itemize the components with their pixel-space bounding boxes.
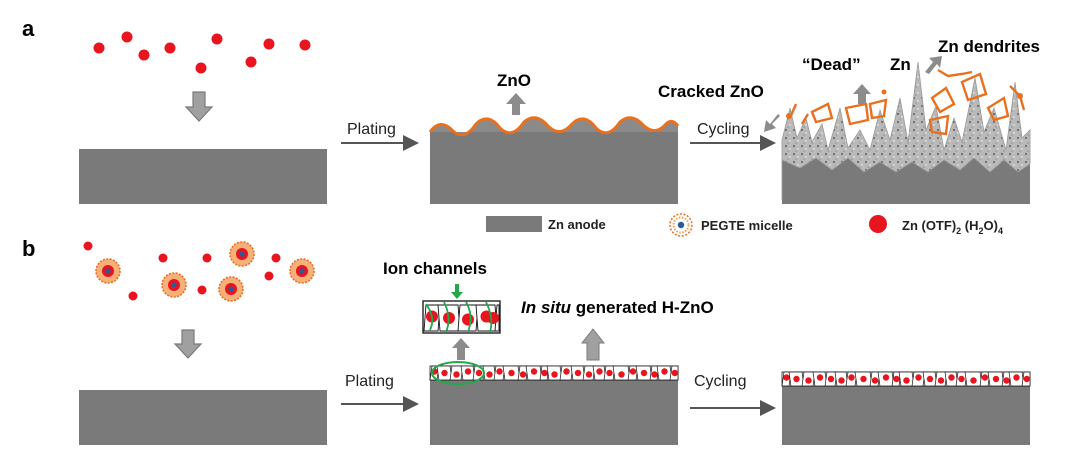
legend-salt-dot (869, 215, 887, 233)
plating-label-a: Plating (347, 121, 396, 138)
legend-micelle-icon (669, 213, 693, 237)
zno-up-arrow-icon (506, 93, 526, 115)
plated-anode-b (429, 361, 679, 445)
zno-layer-a (428, 116, 680, 137)
cycled-anode-dendrites-a (781, 61, 1031, 204)
cracked-arrow-icon (764, 114, 780, 132)
plated-anode-a (428, 116, 680, 204)
legend: Zn anode PEGTE micelle Zn (OTF)2 (H2O)4 (486, 213, 1003, 237)
legend-micelle-label: PEGTE micelle (701, 218, 793, 233)
legend-anode-label: Zn anode (548, 217, 606, 232)
cycling-label-b: Cycling (694, 373, 746, 390)
cracked-zno-label: Cracked ZnO (658, 82, 764, 101)
ion-channel-inset (422, 300, 501, 334)
micelles-b (95, 241, 315, 302)
dendrite-mass (781, 61, 1031, 200)
down-arrow-icon-b (173, 329, 203, 359)
legend-anode-swatch (486, 216, 542, 232)
insitu-label: In situ generated H-ZnO (521, 298, 714, 317)
zn-salt-dots-a (93, 31, 311, 74)
ion-channel-down-arrow-icon (451, 284, 463, 299)
plating-label-b: Plating (345, 373, 394, 390)
insitu-up-arrow-icon (580, 328, 606, 361)
zno-label: ZnO (497, 71, 531, 90)
panel-b-label: b (22, 236, 35, 261)
panel-a-label: a (22, 16, 35, 41)
zn-anode-bare-a (79, 149, 327, 204)
cycling-label-a: Cycling (697, 121, 749, 138)
ion-channels-label: Ion channels (383, 259, 487, 278)
zn-dendrites-label: Zn dendrites (938, 37, 1040, 56)
dead-label: “Dead” (802, 55, 861, 74)
inset-up-arrow-icon (452, 338, 470, 360)
zn-salt-dots-b (83, 241, 281, 301)
dendrites-arrow-icon (925, 56, 942, 74)
zn-anode-bare-b (79, 390, 327, 445)
cycled-anode-b (781, 371, 1031, 445)
zn-label: Zn (890, 55, 911, 74)
ion-channel-highlight (431, 361, 485, 385)
down-arrow-icon-a (184, 91, 214, 122)
legend-salt-label: Zn (OTF)2 (H2O)4 (902, 218, 1003, 236)
dead-arrow-icon (853, 84, 871, 104)
